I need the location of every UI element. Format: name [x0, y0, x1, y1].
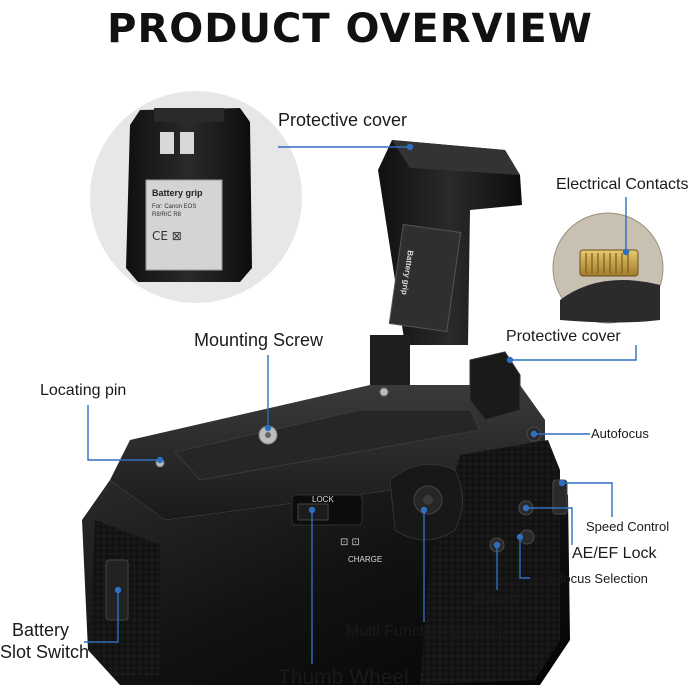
label-locating-pin: Locating pin — [40, 382, 127, 399]
battery-sticker-model: R8/R/C R8 — [152, 212, 182, 218]
battery-grip: Battery grip LOCK CHARGE ⊡ ⊡ — [82, 140, 570, 685]
battery-tower-sticker — [388, 223, 462, 333]
label-zoom: Zomm — [472, 591, 518, 608]
battery-piece-top — [154, 108, 224, 122]
gold-contacts — [579, 249, 639, 277]
protective-cover-right-part — [469, 351, 521, 421]
page-title: PRODUCT OVERVIEW — [107, 6, 593, 52]
battery-sticker-model: For: Canon EOS — [152, 204, 196, 210]
label-electrical-contacts: Electrical Contacts — [556, 176, 689, 193]
label-autofocus-selection: Autofocus Selection — [533, 571, 648, 586]
svg-text:⊡ ⊡: ⊡ ⊡ — [340, 537, 360, 548]
label-speed-control: Speed Control — [586, 519, 670, 534]
label-ae-ef-lock: AE/EF Lock — [572, 545, 657, 562]
ce-mark: CE ⊠ — [152, 229, 182, 243]
contacts-housing — [560, 280, 660, 323]
label-autofocus: Autofocus — [591, 426, 649, 441]
leader-lines — [84, 143, 637, 664]
speed-control-dial — [552, 479, 568, 515]
battery-contact — [180, 132, 194, 154]
label-thumb-wheel: Thumb Wheel — [278, 666, 409, 689]
locating-pin — [379, 387, 389, 397]
label-protective-cover-top: Protective cover — [278, 110, 408, 130]
battery-contact — [160, 132, 174, 154]
label-battery-slot-switch-line1: Battery — [12, 620, 70, 640]
battery-inset: Battery grip For: Canon EOS R8/R/C R8 CE… — [90, 91, 302, 303]
lock-text: LOCK — [312, 495, 334, 504]
charge-text: CHARGE — [348, 555, 382, 564]
label-mounting-screw: Mounting Screw — [194, 330, 324, 350]
label-battery-slot-switch-line2: Slot Switch — [0, 642, 90, 662]
label-protective-cover-right: Protective cover — [504, 328, 623, 346]
electrical-contacts-inset — [552, 212, 664, 324]
battery-sticker — [145, 179, 223, 271]
battery-sticker-title: Battery grip — [152, 188, 203, 198]
label-multi-function-control: Multi Function Control — [346, 623, 502, 640]
